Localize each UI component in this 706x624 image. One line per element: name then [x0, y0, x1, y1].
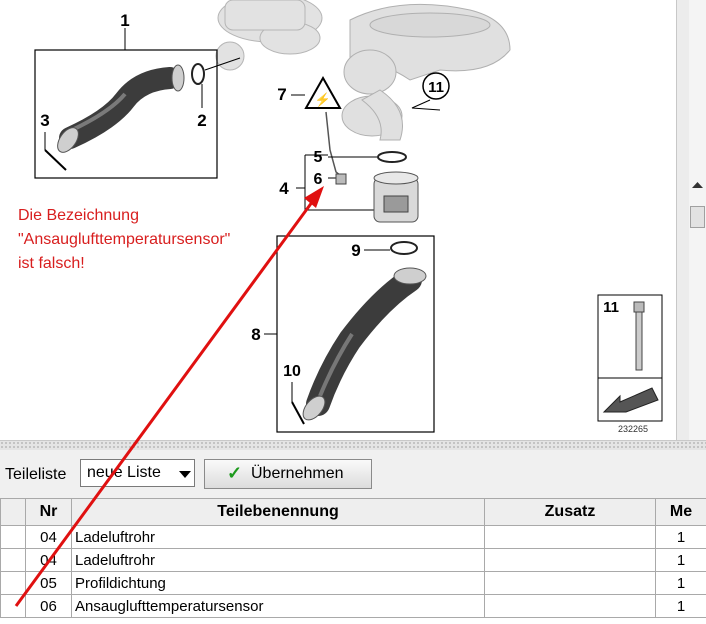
callout-6: 6 — [314, 171, 323, 188]
callout-10: 10 — [283, 363, 301, 380]
horizontal-splitter[interactable] — [0, 440, 706, 451]
annotation-line-2: "Ansauglufttemperatursensor" — [18, 231, 231, 248]
box-1 — [34, 49, 218, 179]
apply-button[interactable]: ✓ Übernehmen — [204, 459, 372, 489]
apply-button-label: Übernehmen — [251, 465, 344, 482]
row-select-cell[interactable] — [0, 594, 26, 618]
cell-qty: 1 — [655, 525, 706, 549]
cell-extra — [484, 571, 656, 595]
table-row[interactable]: 05 Profildichtung 1 — [0, 571, 706, 595]
checkmark-icon: ✓ — [227, 463, 243, 483]
callout-7: 7 — [277, 85, 286, 104]
charge-air-pipe-1 — [59, 67, 181, 149]
turbocharger-drawing — [215, 0, 323, 71]
cell-qty: 1 — [655, 594, 706, 618]
table-row[interactable]: 06 Ansauglufttemperatursensor 1 — [0, 594, 706, 618]
row-select-cell[interactable] — [0, 548, 26, 572]
cell-nr: 04 — [25, 548, 72, 572]
warning-triangle-icon — [304, 75, 342, 109]
cell-qty: 1 — [655, 571, 706, 595]
cell-nr: 05 — [25, 571, 72, 595]
chevron-down-icon — [179, 471, 191, 478]
cell-qty: 1 — [655, 548, 706, 572]
cell-part-name: Ladeluftrohr — [71, 525, 485, 549]
callout-9: 9 — [351, 241, 360, 260]
cell-nr: 06 — [25, 594, 72, 618]
callout-2: 2 — [197, 111, 206, 130]
callout-8: 8 — [251, 325, 260, 344]
row-select-cell[interactable] — [0, 525, 26, 549]
callout-5: 5 — [314, 149, 323, 166]
callout-11-circle — [422, 72, 450, 100]
parts-diagram: 1 2 3 7 ⚡ 11 4 5 6 8 9 10 11 — [34, 0, 663, 434]
arrow-icon — [602, 387, 659, 413]
temperature-sensor-6 — [335, 173, 347, 185]
header-nr[interactable]: Nr — [25, 498, 72, 526]
annotation-line-3: ist falsch! — [18, 255, 85, 272]
cell-part-name: Ladeluftrohr — [71, 548, 485, 572]
intake-manifold-drawing — [341, 3, 511, 141]
cell-extra — [484, 594, 656, 618]
callout-3: 3 — [40, 111, 49, 130]
header-qty[interactable]: Me — [655, 498, 706, 526]
seal-ring-2 — [191, 63, 205, 85]
annotation-line-1: Die Bezeichnung — [18, 207, 139, 224]
parts-table: Nr Teilebenennung Zusatz Me 04 Ladeluftr… — [0, 498, 706, 618]
image-number: 232265 — [618, 424, 648, 434]
cell-extra — [484, 525, 656, 549]
cell-part-name: Ansauglufttemperatursensor — [71, 594, 485, 618]
seal-ring-9 — [390, 241, 418, 255]
header-part-name[interactable]: Teilebenennung — [71, 498, 485, 526]
row-select-cell[interactable] — [0, 571, 26, 595]
parts-list-select-value: neue Liste — [87, 464, 161, 481]
callout-4: 4 — [279, 179, 289, 198]
charge-air-pipe-8 — [306, 268, 422, 416]
header-extra[interactable]: Zusatz — [484, 498, 656, 526]
cell-nr: 04 — [25, 525, 72, 549]
profile-seal-5 — [377, 151, 407, 163]
table-row[interactable]: 04 Ladeluftrohr 1 — [0, 548, 706, 572]
callout-1: 1 — [120, 11, 129, 30]
callout-11: 11 — [428, 79, 444, 96]
parts-list-label: Teileliste — [5, 466, 67, 483]
cell-extra — [484, 548, 656, 572]
cell-part-name: Profildichtung — [71, 571, 485, 595]
scroll-thumb[interactable] — [690, 206, 705, 228]
splitter-bar-vertical[interactable] — [676, 0, 690, 440]
housing-part-4 — [373, 171, 419, 223]
svg-text:⚡: ⚡ — [315, 92, 331, 108]
scroll-up-icon[interactable] — [689, 178, 706, 192]
table-row[interactable]: 04 Ladeluftrohr 1 — [0, 525, 706, 549]
inset-number: 11 — [603, 299, 619, 316]
header-select-column[interactable] — [0, 498, 26, 526]
parts-list-select[interactable]: neue Liste — [80, 459, 195, 487]
annotation-text: Die Bezeichnung "Ansauglufttemperatursen… — [18, 204, 288, 276]
table-header-row: Nr Teilebenennung Zusatz Me — [0, 498, 706, 526]
